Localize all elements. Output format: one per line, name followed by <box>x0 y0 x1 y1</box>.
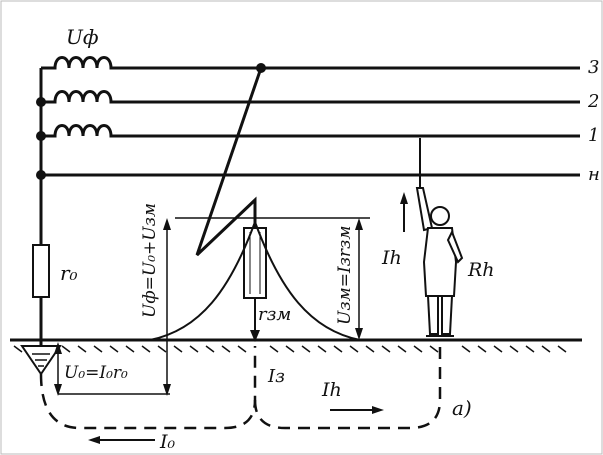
u-phase-formula: Uф=U₀+Uзм <box>140 203 160 318</box>
fault-path <box>195 67 263 257</box>
arrow-head <box>163 218 171 230</box>
u-zm-formula: Uзм=Iзrзм <box>335 226 355 325</box>
panel-label: а) <box>452 396 472 420</box>
coil-phase-1 <box>41 124 120 138</box>
person-figure <box>415 138 464 337</box>
junction-dot <box>36 131 46 141</box>
line-label-2: 2 <box>587 91 599 112</box>
ih-person-label: Ih <box>381 247 402 269</box>
r0-label: r₀ <box>60 261 78 285</box>
return-path-i0 <box>39 346 257 430</box>
phase-voltage-label: Uф <box>66 25 99 49</box>
ih-ground-label: Ih <box>321 379 342 401</box>
rh-label: Rh <box>467 259 495 281</box>
line-label-neutral: н <box>588 164 600 185</box>
ground-electrode-rzm <box>243 227 267 299</box>
ih-ground-arrow-head <box>372 406 384 414</box>
arrow-head <box>54 384 62 396</box>
return-path-ih <box>253 346 442 430</box>
iz-label: Iз <box>267 366 285 387</box>
resistor-r0 <box>32 244 50 298</box>
u0-formula: U₀=I₀r₀ <box>64 363 128 383</box>
line-label-1: 1 <box>588 125 599 146</box>
arrow-head <box>355 328 363 340</box>
arrow-head <box>355 218 363 230</box>
coil-phase-3 <box>41 56 120 70</box>
i0-arrow-head <box>88 436 100 444</box>
arrow-head <box>163 384 171 396</box>
ground-hatching <box>13 345 567 353</box>
rzm-label: rзм <box>258 304 291 325</box>
line-label-3: 3 <box>588 57 599 78</box>
junction-dot <box>36 97 46 107</box>
i0-label: I₀ <box>159 431 176 453</box>
ih-person-arrow-head <box>400 192 408 204</box>
coil-phase-2 <box>41 90 120 104</box>
arrow-head <box>54 342 62 354</box>
junction-dot <box>36 170 46 180</box>
potential-curve <box>149 219 361 341</box>
iz-arrow-head <box>250 330 260 342</box>
